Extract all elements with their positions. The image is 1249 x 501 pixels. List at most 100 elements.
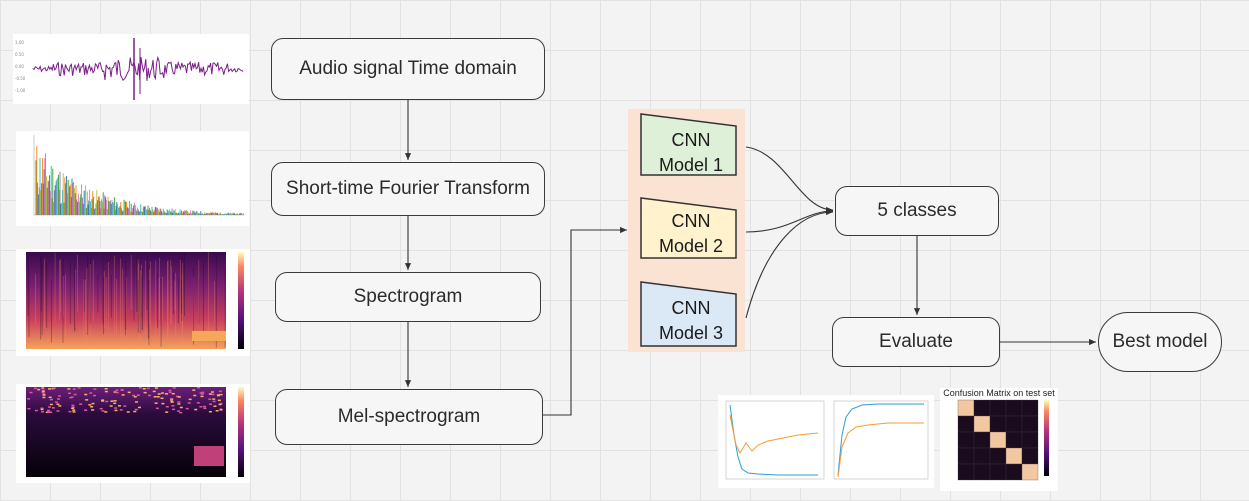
mel-energy-dot [194, 408, 198, 411]
mel-energy-dot [201, 391, 205, 394]
mel-energy-dot [187, 402, 191, 404]
mel-energy-dot [104, 411, 108, 413]
mel-energy-dot [200, 395, 204, 398]
mel-energy-dot [72, 411, 76, 413]
mel-energy-dot [133, 396, 137, 398]
cnn-model-1-label: CNN Model 1 [638, 128, 744, 178]
mel-energy-dot [114, 409, 118, 412]
mel-energy-dot [47, 406, 51, 408]
mel-energy-dot [93, 388, 97, 390]
mel-energy-dot [70, 396, 74, 398]
cnn-model-3-shape[interactable] [640, 281, 737, 347]
cnn-model-2-label: CNN Model 2 [638, 209, 744, 259]
mel-energy-dot [27, 407, 31, 410]
mel-energy-dot [199, 406, 203, 408]
mel-energy-dot [157, 393, 161, 395]
classes-node[interactable]: 5 classes [835, 186, 999, 236]
mel-energy-dot [175, 395, 179, 398]
mel-energy-dot [109, 405, 113, 407]
mel-energy-dot [170, 399, 174, 401]
mel-energy-dot [134, 408, 138, 411]
svg-text:0.50: 0.50 [15, 52, 24, 57]
mel-energy-dot [168, 391, 172, 394]
mel-energy-dot [56, 398, 60, 400]
cnn-model-2-line1: CNN [671, 211, 711, 231]
mel-energy-dot [143, 391, 147, 394]
mel-energy-dot [41, 390, 45, 393]
mel-energy-dot [99, 407, 103, 410]
mel-energy-dot [136, 394, 140, 396]
mel-energy-dot [71, 404, 75, 407]
mel-energy-dot [84, 409, 88, 411]
stft-node[interactable]: Short-time Fourier Transform [271, 162, 545, 216]
mel-energy-dot [27, 398, 31, 400]
svg-text:0.00: 0.00 [15, 64, 24, 69]
cnn-model-2-shape[interactable] [640, 197, 737, 259]
mel-energy-dot [113, 402, 117, 405]
mel-energy-dot [148, 394, 152, 397]
mel-energy-dot [156, 396, 160, 398]
mel-energy-dot [170, 401, 174, 403]
spectrogram-node[interactable]: Spectrogram [275, 272, 541, 322]
mel-energy-dot [153, 396, 157, 398]
mel-energy-dot [212, 400, 216, 403]
mel-energy-dot [203, 405, 207, 408]
cnn-model-3-line2: Model 3 [658, 323, 724, 343]
mel-energy-dot [168, 389, 172, 392]
mel-energy-dot [165, 411, 169, 413]
cnn-model-1-shape[interactable] [640, 113, 737, 176]
mel-energy-dot [49, 403, 53, 406]
mel-energy-dot [171, 405, 175, 407]
mel-energy-dot [196, 402, 200, 404]
mel-energy-dot [84, 393, 88, 396]
evaluate-node[interactable]: Evaluate [832, 317, 1000, 367]
mel-energy-dot [200, 393, 204, 395]
cnn-model-3-line1: CNN [671, 298, 711, 318]
svg-text:-1.00: -1.00 [15, 88, 26, 93]
mel-energy-dot [170, 397, 174, 400]
mel-energy-dot [101, 400, 105, 402]
mel-energy-dot [161, 392, 165, 394]
mel-energy-dot [79, 403, 83, 405]
mel-energy-dot [29, 391, 33, 394]
mel-energy-dot [114, 407, 118, 409]
mel-energy-dot [177, 396, 181, 398]
mel-energy-dot [137, 406, 141, 409]
audio-signal-node[interactable]: Audio signal Time domain [271, 38, 545, 100]
mel-energy-dot [56, 403, 60, 405]
mel-energy-dot [68, 392, 72, 395]
fourier-spectrum-thumbnail [16, 131, 249, 226]
mel-energy-dot [165, 393, 169, 395]
mel-spectrogram-thumbnail [16, 384, 250, 483]
mel-energy-dot [155, 407, 159, 410]
mel-energy-dot [54, 401, 58, 403]
mel-energy-dot [41, 411, 45, 413]
mel-energy-dot [104, 387, 108, 390]
training-curves-graphic [725, 400, 929, 480]
mel-energy-dot [208, 410, 212, 413]
mel-energy-dot [213, 405, 217, 407]
mel-energy-dot [177, 410, 181, 412]
mel-energy-dot [56, 410, 60, 412]
mel-energy-dot [67, 388, 71, 390]
mel-energy-dot [52, 387, 56, 389]
mel-spectrogram-node[interactable]: Mel-spectrogram [275, 389, 543, 445]
cnn-model-1-line1: CNN [671, 130, 711, 150]
mel-energy-dot [218, 390, 222, 393]
mel-energy-dot [172, 387, 176, 389]
mel-energy-dot [88, 404, 92, 406]
confusion-matrix-thumbnail: Confusion Matrix on test set [940, 388, 1058, 491]
mel-energy-dot [120, 389, 124, 391]
mel-energy-dot [203, 407, 207, 410]
mel-energy-dot [101, 399, 105, 401]
mel-energy-dot [37, 388, 41, 391]
mel-energy-dot [58, 405, 62, 407]
mel-energy-dot [179, 411, 183, 414]
mel-energy-dot [115, 389, 119, 391]
mel-energy-dot [105, 400, 109, 403]
best-model-node[interactable]: Best model [1098, 312, 1222, 372]
mel-energy-dot [41, 389, 45, 392]
mel-energy-dot [104, 390, 108, 393]
mel-energy-dot [42, 393, 46, 395]
mel-energy-dot [91, 402, 95, 405]
